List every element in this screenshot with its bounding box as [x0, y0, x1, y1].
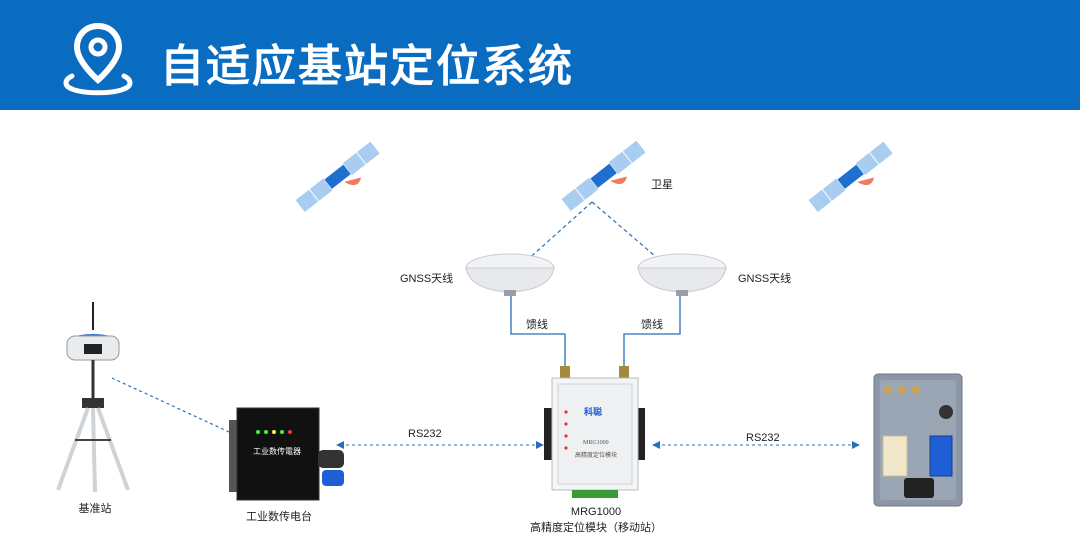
- gnss-antenna-left: [465, 253, 555, 296]
- controller-device: [873, 373, 963, 507]
- satellite-left: [294, 140, 382, 214]
- base-station-device: [56, 302, 130, 493]
- rs232-label-left: RS232: [408, 428, 442, 440]
- module-face-model: MRG1000: [583, 440, 609, 446]
- header-bar: 自适应基站定位系统: [0, 0, 1080, 110]
- page-title: 自适应基站定位系统: [160, 41, 574, 92]
- positioning-module-device: [544, 366, 645, 498]
- location-pin-icon: [63, 22, 133, 96]
- feeder-label-left: 馈线: [526, 319, 548, 331]
- feeder-cable-left: [510, 296, 566, 378]
- signal-line-right: [591, 201, 663, 263]
- module-model-label: MRG1000: [570, 506, 622, 518]
- rs232-label-right: RS232: [746, 432, 780, 444]
- radio-face-text: 工业数传電器: [253, 447, 301, 456]
- gnss-antenna-label-right: GNSS天线: [738, 273, 792, 285]
- radio-link-line: [111, 377, 241, 438]
- module-face-name: 高精度定位模块: [575, 453, 618, 459]
- gnss-antenna-right: [637, 253, 727, 296]
- satellite-label: 卫星: [651, 179, 673, 191]
- radio-device: [229, 407, 344, 501]
- radio-label: 工业数传电台: [246, 511, 312, 523]
- feeder-label-right: 馈线: [641, 319, 663, 331]
- module-name-label: 高精度定位模块（移动站）: [530, 522, 662, 534]
- gnss-antenna-label-left: GNSS天线: [400, 273, 454, 285]
- satellite-center: [560, 139, 648, 213]
- signal-line-left: [524, 201, 593, 263]
- module-brand-text: 科聪: [584, 407, 603, 417]
- feeder-cable-right: [623, 296, 681, 378]
- base-station-label: 基准站: [78, 503, 112, 515]
- satellite-right: [807, 140, 895, 214]
